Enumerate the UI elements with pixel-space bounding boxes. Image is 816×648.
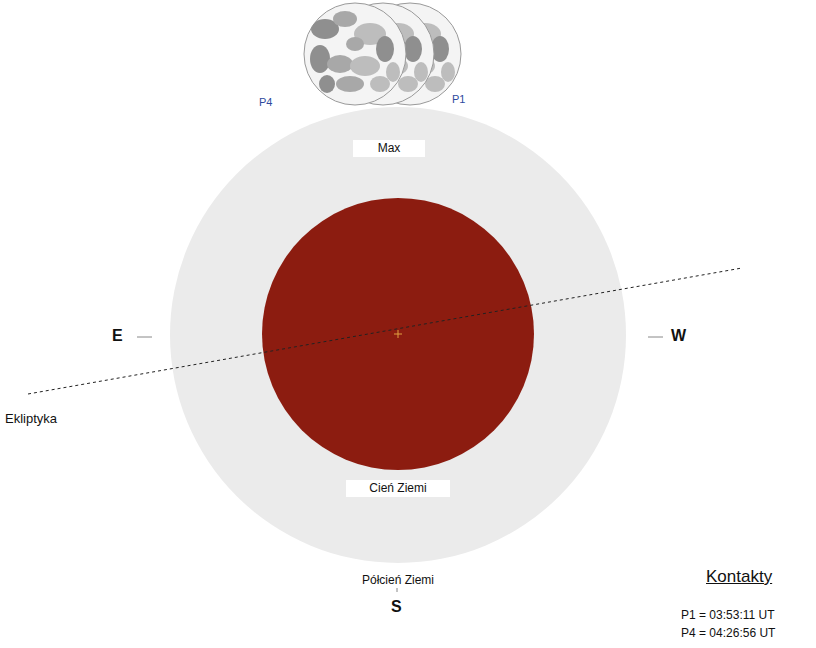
label-box: Max xyxy=(353,140,425,157)
contact-times: P1 = 03:53:11 UT xyxy=(681,608,775,622)
center-mark xyxy=(398,330,399,338)
shadow-circle: Półcień ZiemiCień ZiemiMax xyxy=(170,107,626,563)
tick xyxy=(137,337,152,338)
contact-marker: P1 xyxy=(452,93,465,105)
direction-label: W xyxy=(671,327,686,345)
moon-disk xyxy=(304,3,406,105)
direction-label: E xyxy=(112,327,123,345)
tick xyxy=(648,337,663,338)
contact-marker: P4 xyxy=(259,96,272,108)
shadow-circle: Cień Ziemi xyxy=(262,198,534,470)
direction-label: Ekliptyka xyxy=(5,411,57,426)
contact-times: Kontakty xyxy=(706,567,772,587)
center-mark xyxy=(394,334,402,335)
circle-outline xyxy=(262,198,534,470)
direction-label: S xyxy=(391,598,402,616)
tag-label: Max xyxy=(353,140,425,157)
tag-label: Cień Ziemi xyxy=(346,480,450,497)
region-label: Półcień Ziemi xyxy=(362,573,434,587)
ecliptic-line xyxy=(28,268,742,394)
tick xyxy=(397,588,398,592)
contact-times: P4 = 04:26:56 UT xyxy=(681,626,775,640)
